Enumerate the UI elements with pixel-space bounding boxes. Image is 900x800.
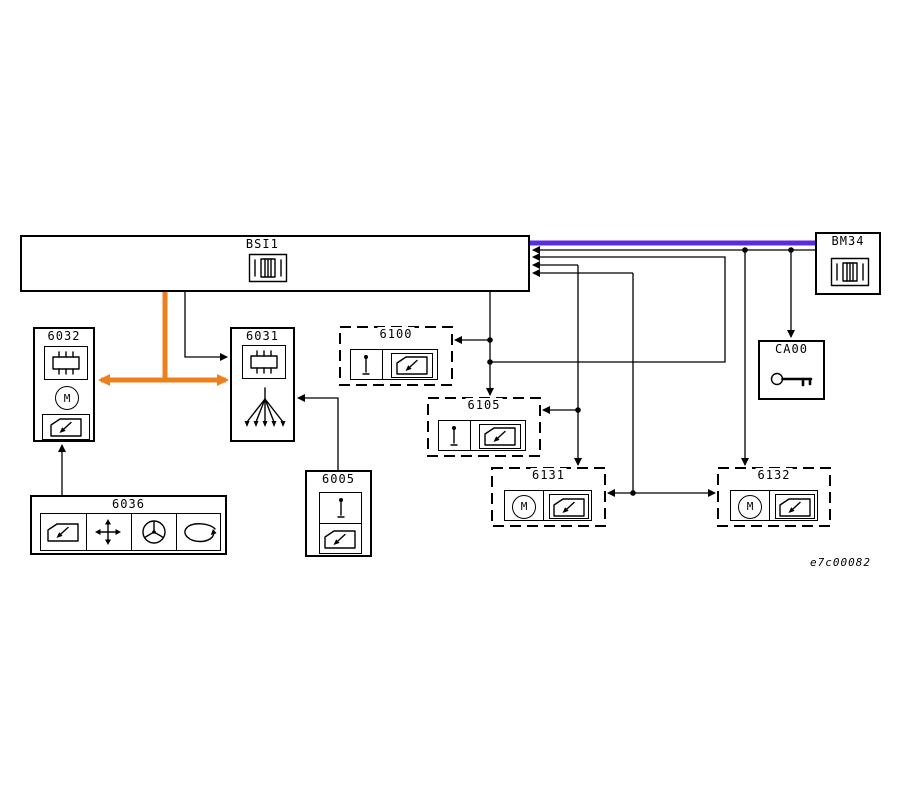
motor-letter: M: [520, 500, 528, 513]
component-6005: 6005: [305, 470, 372, 557]
wire-bsi1-6031: [184, 292, 228, 361]
component-label-6132: 6132: [755, 468, 793, 483]
component-6031: 6031: [230, 327, 295, 442]
component-6105: 6105: [428, 398, 540, 456]
component-6100: 6100: [340, 327, 452, 385]
wire-bm34-bsi1-signal: [532, 246, 815, 254]
divider: [382, 350, 383, 379]
divider: [470, 421, 471, 450]
divider: [131, 514, 132, 550]
chip-icon: [250, 350, 278, 374]
switch-icon: [337, 498, 345, 518]
switch-icon: [450, 426, 458, 446]
chip-icon-box: [44, 346, 88, 380]
component-ca00: CA00: [758, 340, 825, 400]
component-label-bsi1: BSI1: [243, 237, 281, 252]
window-lifter-icon: [47, 523, 79, 542]
wire-bsi1-6100-6105: [454, 253, 726, 396]
component-label-6131: 6131: [530, 468, 567, 483]
component-label-bm34: BM34: [829, 234, 867, 249]
component-6131: 6131 M: [492, 468, 605, 526]
fanout-icon: [244, 387, 286, 427]
motor-icon: M: [55, 386, 79, 410]
component-label-6031: 6031: [244, 329, 281, 344]
window-lifter-icon-box: [549, 494, 589, 519]
divider: [320, 523, 361, 524]
chip-icon: [52, 351, 80, 375]
window-lifter-icon: [553, 497, 585, 517]
wire-bsi1-6131-6132: [532, 269, 716, 497]
motor-icon: M: [512, 494, 536, 519]
motor-assembly: M: [730, 490, 818, 521]
component-label-ca00: CA00: [773, 342, 810, 357]
window-lifter-icon: [324, 530, 356, 549]
motor-letter: M: [746, 500, 754, 513]
key-icon: [770, 372, 813, 387]
window-lifter-icon: [779, 497, 811, 517]
divider: [543, 491, 544, 520]
loop-icon: [184, 523, 217, 543]
divider: [176, 514, 177, 550]
component-bsi1: BSI1: [20, 235, 530, 292]
component-label-6032: 6032: [45, 329, 83, 344]
motor-letter: M: [63, 391, 71, 405]
function-strip: [40, 513, 221, 551]
motor-assembly: M: [504, 490, 592, 521]
component-6032: 6032 M: [33, 327, 95, 442]
window-lifter-icon-box: [42, 414, 90, 440]
wire-6005-6031: [297, 394, 339, 470]
wire-power-bsi1-6032-6031: [98, 292, 229, 386]
motor-icon: M: [738, 494, 762, 519]
multi-direction-icon: [95, 519, 121, 545]
fan-icon: [142, 520, 166, 544]
switch-assembly: [350, 349, 438, 380]
switch-assembly: [438, 420, 526, 451]
chip-icon-box: [242, 345, 286, 379]
sheet-code: e7c00082: [810, 556, 871, 569]
window-lifter-icon-box: [391, 352, 433, 378]
window-lifter-icon: [484, 427, 516, 446]
connector-icon: [830, 257, 870, 287]
connector-icon: [248, 253, 288, 283]
component-label-6005: 6005: [320, 472, 357, 487]
window-lifter-icon: [50, 418, 82, 437]
switch-icon: [362, 355, 370, 375]
divider: [769, 491, 770, 520]
window-lifter-icon-box: [479, 423, 521, 449]
divider: [86, 514, 87, 550]
component-label-6105: 6105: [465, 398, 503, 413]
component-6036: 6036: [30, 495, 227, 555]
switch-assembly: [319, 492, 362, 554]
component-bm34: BM34: [815, 232, 881, 295]
component-label-6100: 6100: [377, 327, 415, 342]
component-label-6036: 6036: [110, 497, 147, 512]
window-lifter-icon-box: [775, 494, 815, 519]
component-6132: 6132 M: [718, 468, 830, 526]
wire-bsi1-6105-6131: [532, 261, 582, 466]
window-lifter-icon: [396, 356, 428, 375]
